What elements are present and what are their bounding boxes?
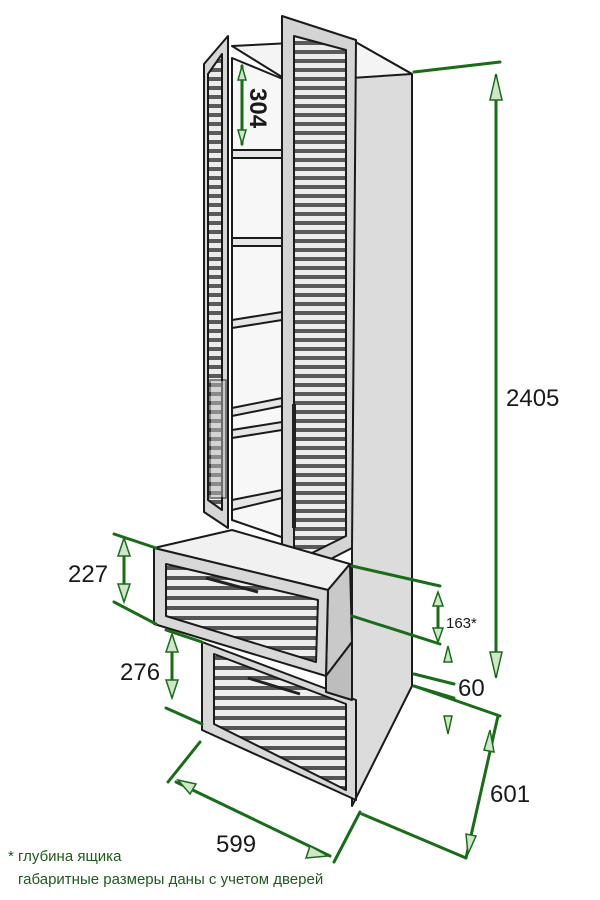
- bottom-drawer-height-label: 276: [120, 659, 160, 686]
- dimension-arrows: [116, 63, 503, 859]
- dimension-lines: [112, 60, 502, 864]
- bottom-drawer: [201, 641, 357, 801]
- cabinet-body: [231, 39, 413, 807]
- side-panel: [351, 39, 413, 807]
- drawer-handle: [247, 676, 301, 696]
- drawer-depth-label: 163*: [446, 615, 477, 632]
- drawer-handle: [205, 576, 259, 594]
- width-label: 599: [216, 831, 256, 858]
- top-drawer-height-label: 227: [68, 561, 108, 588]
- right-door: [281, 15, 357, 585]
- footnote-drawer-depth: * глубина ящика: [8, 848, 122, 865]
- left-door: [203, 35, 229, 529]
- top-drawer: [153, 529, 353, 677]
- footnote-overall-dimensions: габаритные размеры даны с учетом дверей: [18, 871, 324, 888]
- shelf: [231, 237, 283, 247]
- total-height-label: 2405: [506, 385, 559, 412]
- shelf: [231, 149, 283, 159]
- plinth-height-label: 60: [458, 675, 485, 702]
- shelf-gap-label: 304: [244, 88, 271, 129]
- depth-label: 601: [490, 781, 530, 808]
